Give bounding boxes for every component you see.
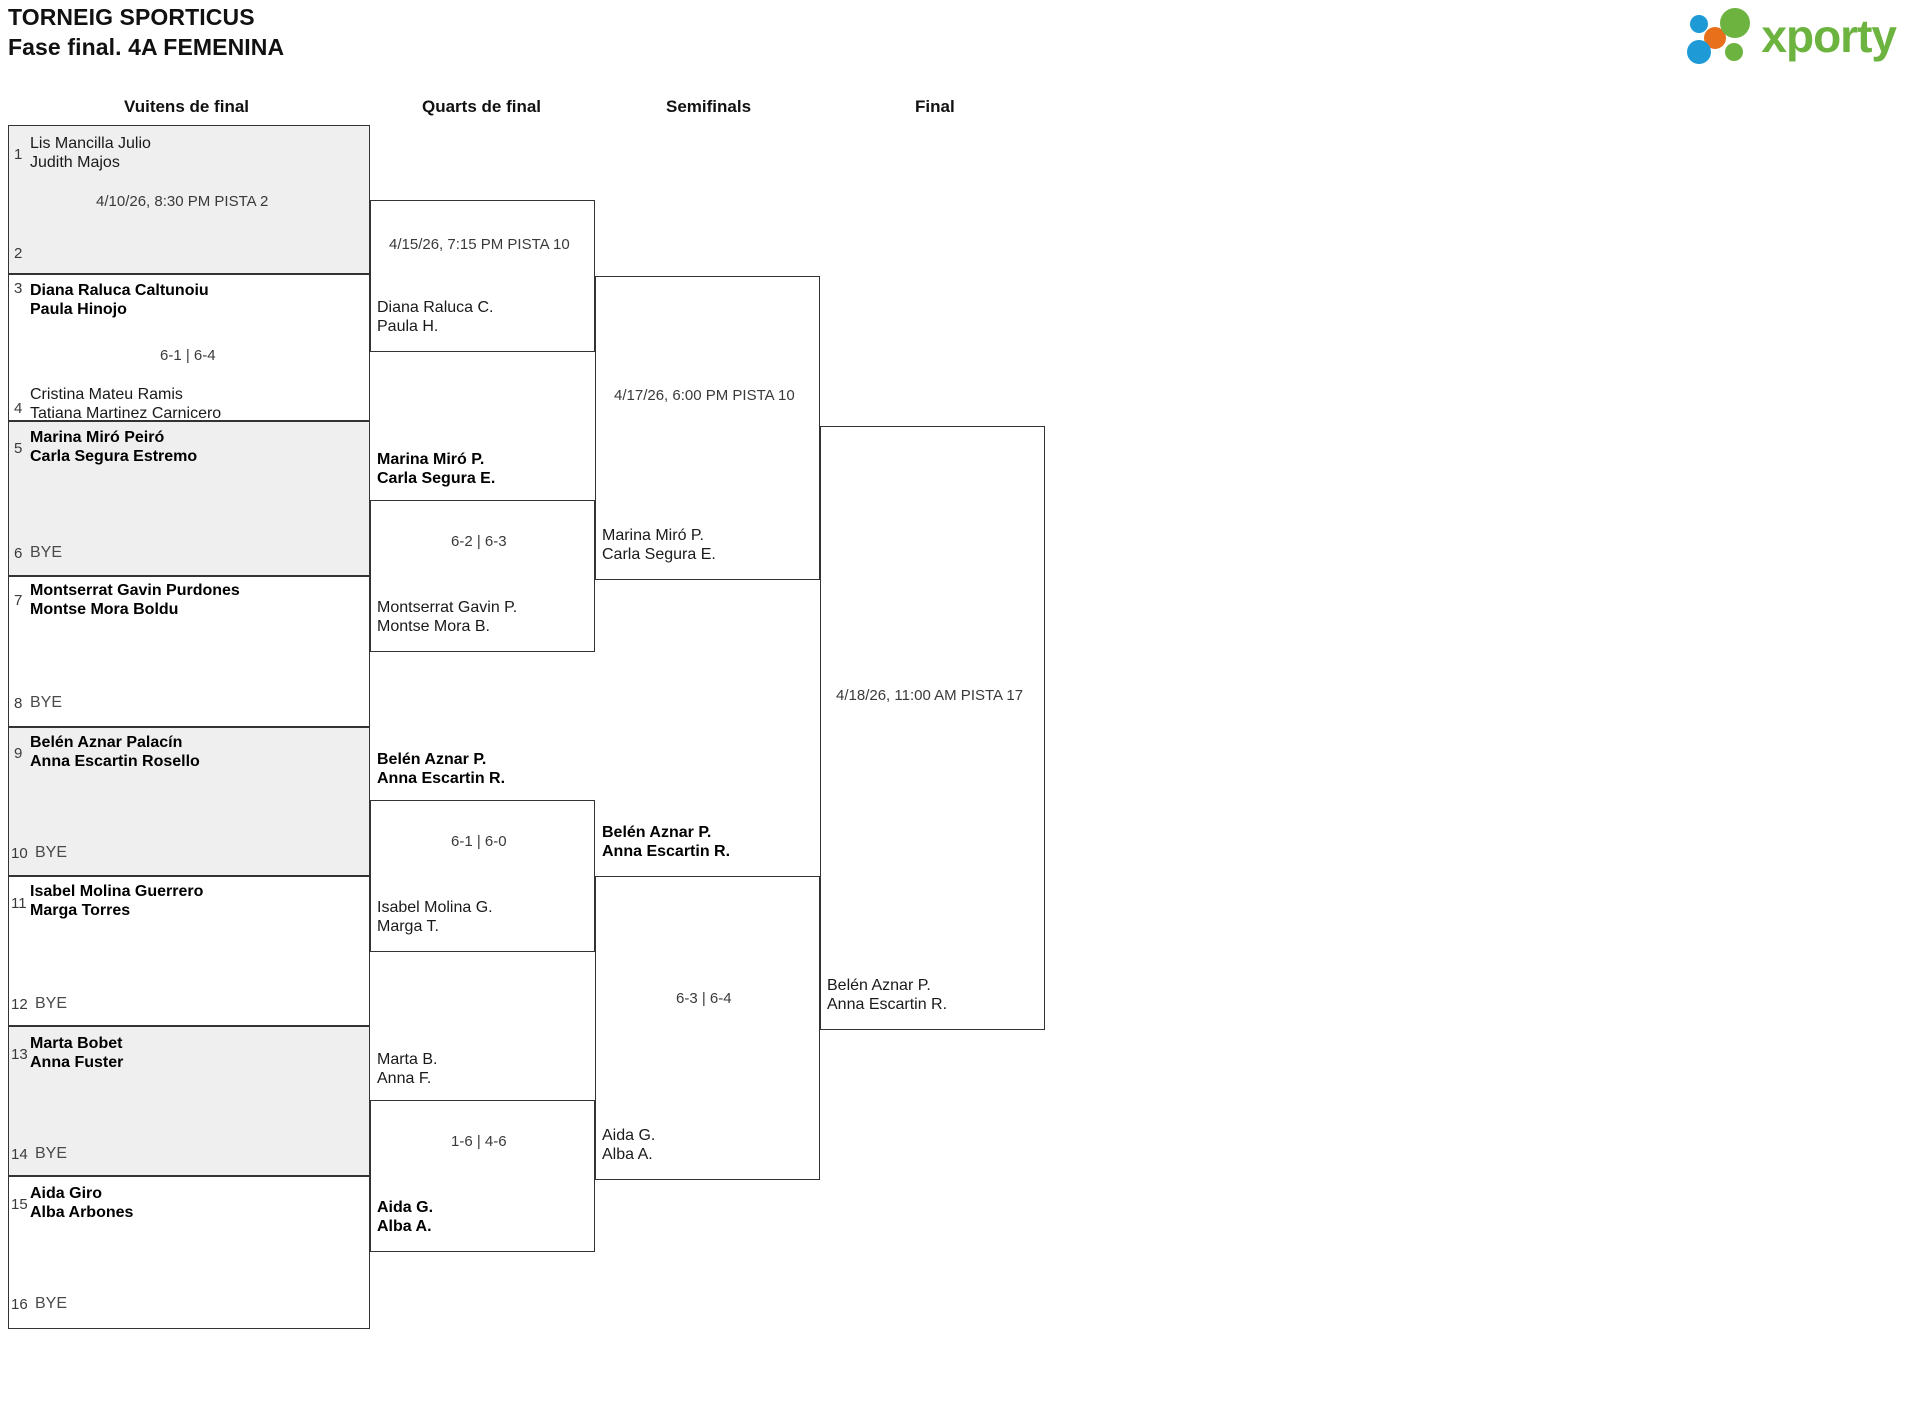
r16-meta-2: 6-1 | 6-4 <box>160 347 216 364</box>
r16-match-5[interactable] <box>8 727 370 876</box>
r16-seed-1: 1 <box>14 146 23 163</box>
sf-team-1b: Marina Miró P. Carla Segura E. <box>602 527 716 563</box>
r16-seed-4: 4 <box>14 400 23 417</box>
r16-bye-6: BYE <box>30 544 63 561</box>
r16-bye-8: BYE <box>30 694 63 711</box>
logo-wordmark: xporty <box>1761 10 1897 62</box>
qf-team-3a: Belén Aznar P. Anna Escartin R. <box>377 751 506 787</box>
r16-bye-16: BYE <box>35 1295 68 1312</box>
sf-match-2[interactable] <box>595 876 820 1180</box>
r16-team-3: Diana Raluca Caltunoiu Paula Hinojo <box>30 282 209 318</box>
r16-match-8[interactable] <box>8 1176 370 1329</box>
r16-match-6[interactable] <box>8 876 370 1026</box>
qf-team-2a: Marina Miró P. Carla Segura E. <box>377 451 496 487</box>
r16-seed-16: 16 <box>11 1296 28 1313</box>
r16-seed-6: 6 <box>14 545 23 562</box>
r16-bye-10: BYE <box>35 844 68 861</box>
r16-team-11: Isabel Molina Guerrero Marga Torres <box>30 883 204 919</box>
r16-match-3[interactable] <box>8 421 370 576</box>
tournament-name: TORNEIG SPORTICUS <box>8 4 255 30</box>
logo-dots-icon <box>1687 8 1751 64</box>
r16-seed-13: 13 <box>11 1046 28 1063</box>
sf-match-1[interactable] <box>595 276 820 580</box>
round-header-sf: Semifinals <box>666 97 752 116</box>
r16-bye-12: BYE <box>35 995 68 1012</box>
qf-team-3b: Isabel Molina G. Marga T. <box>377 899 493 935</box>
r16-seed-5: 5 <box>14 440 23 457</box>
r16-seed-9: 9 <box>14 745 23 762</box>
r16-seed-14: 14 <box>11 1146 28 1163</box>
r16-seed-12: 12 <box>11 996 28 1013</box>
r16-team-4: Cristina Mateu Ramis Tatiana Martinez Ca… <box>30 386 222 422</box>
r16-seed-11: 11 <box>11 895 27 912</box>
qf-meta-1: 4/15/26, 7:15 PM PISTA 10 <box>389 236 570 253</box>
qf-meta-3: 6-1 | 6-0 <box>451 833 507 850</box>
final-match-1[interactable] <box>820 426 1045 1030</box>
qf-meta-2: 6-2 | 6-3 <box>451 533 507 550</box>
r16-team-13: Marta Bobet Anna Fuster <box>30 1035 124 1071</box>
sf-meta-2: 6-3 | 6-4 <box>676 990 732 1007</box>
r16-seed-10: 10 <box>11 845 28 862</box>
r16-match-2[interactable] <box>8 274 370 421</box>
r16-seed-15: 15 <box>11 1196 28 1213</box>
round-header-r16: Vuitens de final <box>124 97 250 116</box>
r16-seed-2: 2 <box>14 245 23 262</box>
r16-team-15: Aida Giro Alba Arbones <box>30 1185 134 1221</box>
r16-team-5: Marina Miró Peiró Carla Segura Estremo <box>30 429 198 465</box>
xporty-logo[interactable]: xporty <box>1685 8 1897 64</box>
r16-team-7: Montserrat Gavin Purdones Montse Mora Bo… <box>30 582 240 618</box>
r16-meta-1: 4/10/26, 8:30 PM PISTA 2 <box>96 193 269 210</box>
sf-team-2b: Aida G. Alba A. <box>602 1127 656 1163</box>
sf-meta-1: 4/17/26, 6:00 PM PISTA 10 <box>614 387 795 404</box>
round-header-qf: Quarts de final <box>422 97 542 116</box>
r16-team-1: Lis Mancilla Julio Judith Majos <box>30 135 151 171</box>
qf-meta-4: 1-6 | 4-6 <box>451 1133 507 1150</box>
qf-team-1b: Diana Raluca C. Paula H. <box>377 299 494 335</box>
sf-team-2a: Belén Aznar P. Anna Escartin R. <box>602 824 731 860</box>
qf-team-4b: Aida G. Alba A. <box>377 1199 434 1235</box>
qf-match-4[interactable] <box>370 1100 595 1252</box>
final-meta: 4/18/26, 11:00 AM PISTA 17 <box>836 687 1024 704</box>
r16-team-9: Belén Aznar Palacín Anna Escartin Rosell… <box>30 734 200 770</box>
page-title: TORNEIG SPORTICUS Fase final. 4A FEMENIN… <box>8 2 284 62</box>
r16-seed-8: 8 <box>14 695 23 712</box>
qf-team-2b: Montserrat Gavin P. Montse Mora B. <box>377 599 518 635</box>
r16-seed-7: 7 <box>14 592 23 609</box>
r16-seed-3: 3 <box>14 280 23 297</box>
qf-match-3[interactable] <box>370 800 595 952</box>
qf-match-1[interactable] <box>370 200 595 352</box>
qf-match-2[interactable] <box>370 500 595 652</box>
final-team-b: Belén Aznar P. Anna Escartin R. <box>827 977 948 1013</box>
qf-team-4a: Marta B. Anna F. <box>377 1051 438 1087</box>
r16-match-4[interactable] <box>8 576 370 727</box>
round-header-final: Final <box>915 97 955 116</box>
tournament-phase: Fase final. 4A FEMENINA <box>8 34 285 60</box>
r16-match-7[interactable] <box>8 1026 370 1176</box>
r16-bye-14: BYE <box>35 1145 68 1162</box>
r16-match-1[interactable] <box>8 125 370 274</box>
